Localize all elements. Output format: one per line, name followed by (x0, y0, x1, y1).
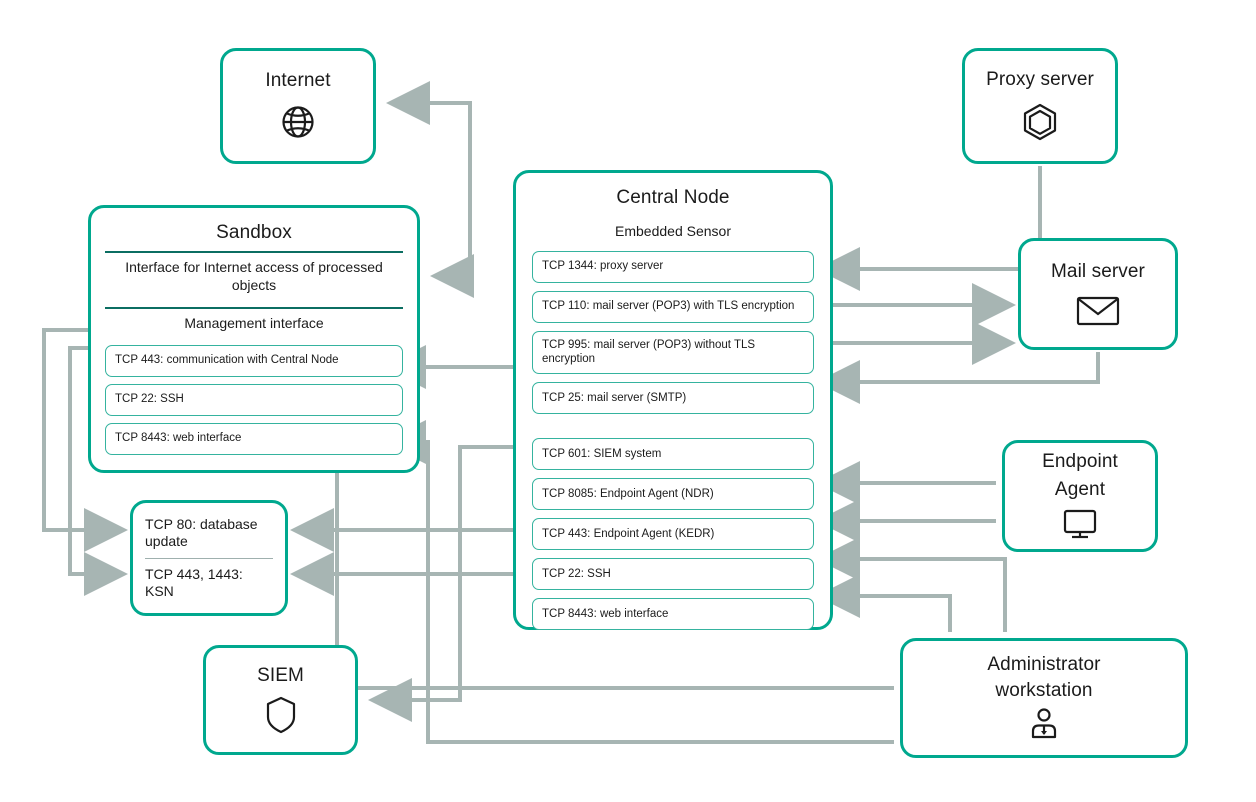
divider (105, 306, 403, 309)
node-endpoint-agent[interactable]: Endpoint Agent (1002, 440, 1158, 552)
node-central-node[interactable]: Central Node Embedded Sensor TCP 1344: p… (513, 170, 833, 631)
monitor-icon (1060, 507, 1100, 541)
port-item[interactable]: TCP 601: SIEM system (532, 438, 814, 471)
node-internet-title: Internet (265, 70, 331, 92)
port-item[interactable]: TCP 8443: web interface (105, 422, 403, 455)
wire-smtp (816, 352, 1100, 404)
node-administrator-workstation-title-line1: Administrator (987, 654, 1101, 676)
person-icon (1026, 706, 1062, 742)
port-item[interactable]: TCP 110: mail server (POP3) with TLS enc… (532, 290, 814, 323)
node-endpoint-agent-title-line1: Endpoint (1042, 451, 1118, 473)
node-endpoint-agent-title-line2: Agent (1054, 479, 1106, 500)
db-update-row[interactable]: TCP 80: database update (145, 515, 258, 550)
node-mail-server[interactable]: Mail server (1018, 238, 1178, 350)
port-item[interactable]: TCP 8443: web interface (532, 598, 814, 631)
port-item[interactable]: TCP 995: mail server (POP3) without TLS … (532, 330, 814, 375)
envelope-icon (1075, 293, 1121, 327)
wire-admin-web-central (816, 574, 952, 632)
node-mail-server-title: Mail server (1050, 261, 1145, 283)
node-administrator-workstation[interactable]: Administrator workstation (900, 638, 1188, 758)
sandbox-management-interface-label: Management interface (184, 314, 324, 331)
node-sandbox-title: Sandbox (216, 222, 292, 243)
sandbox-port-list: TCP 443: communication with Central Node… (105, 338, 403, 455)
node-proxy-server[interactable]: Proxy server (962, 48, 1118, 164)
port-item[interactable]: TCP 22: SSH (532, 558, 814, 591)
embedded-sensor-label: Embedded Sensor (615, 222, 731, 239)
port-item[interactable]: TCP 25: mail server (SMTP) (532, 382, 814, 415)
port-item[interactable]: TCP 8085: Endpoint Agent (NDR) (532, 478, 814, 511)
globe-icon (278, 102, 318, 142)
wire-proxy-trunk (820, 166, 1042, 271)
port-item[interactable]: TCP 443: Endpoint Agent (KEDR) (532, 518, 814, 551)
sandbox-internet-interface-label: Interface for Internet access of process… (125, 258, 383, 293)
hexagon-icon (1019, 101, 1061, 143)
port-item[interactable]: TCP 22: SSH (105, 383, 403, 416)
port-item[interactable]: TCP 443: communication with Central Node (105, 344, 403, 377)
node-administrator-workstation-title-line2: workstation (995, 680, 1093, 701)
wire-admin-ssh-central (816, 537, 1007, 632)
port-item[interactable]: TCP 1344: proxy server (532, 250, 814, 283)
node-database-update[interactable]: TCP 80: database update TCP 443, 1443: K… (130, 500, 288, 616)
embedded-sensor-port-list: TCP 1344: proxy server TCP 110: mail ser… (532, 243, 814, 415)
node-siem[interactable]: SIEM (203, 645, 358, 755)
shield-icon (264, 695, 298, 735)
divider (105, 250, 403, 253)
node-siem-title: SIEM (257, 665, 304, 687)
divider (145, 557, 273, 559)
node-internet[interactable]: Internet (220, 48, 376, 164)
node-sandbox[interactable]: Sandbox Interface for Internet access of… (88, 205, 420, 473)
ksn-row[interactable]: TCP 443, 1443: KSN (145, 565, 243, 600)
node-central-node-title: Central Node (616, 187, 730, 208)
central-node-port-list: TCP 601: SIEM system TCP 8085: Endpoint … (532, 430, 814, 631)
node-proxy-server-title: Proxy server (986, 69, 1094, 91)
